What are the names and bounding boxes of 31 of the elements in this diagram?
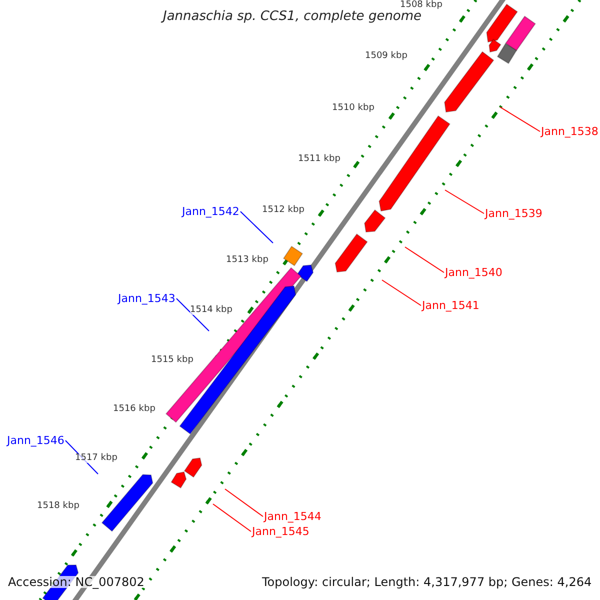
leader-line [240, 211, 274, 244]
scale-label: 1508 kbp [400, 1, 442, 10]
scale-label: 1516 kbp [113, 405, 156, 414]
scale-label: 1515 kbp [151, 356, 194, 365]
scale-label: 1512 kbp [262, 206, 304, 215]
leader-line [404, 246, 444, 273]
map-title: Jannaschia sp. CCS1, complete genome [163, 10, 422, 23]
accession-note: Accession: NC_007802 [8, 576, 144, 588]
leader-line [444, 190, 484, 214]
scale-label: 1511 kbp [298, 155, 340, 164]
gene-label: Jann_1541 [422, 300, 480, 311]
genome-summary: Topology: circular; Length: 4,317,977 bp; Genes: 4,264 [262, 576, 592, 588]
gene-label: Jann_1546 [7, 435, 64, 446]
leader-line [224, 488, 264, 517]
scale-label: 1517 kbp [75, 454, 118, 463]
leader-line [382, 280, 422, 306]
leader-line [212, 504, 252, 532]
gene-label: Jann_1542 [182, 206, 240, 217]
gene-label: Jann_1538 [541, 126, 598, 137]
gene-label: Jann_1543 [118, 293, 176, 304]
gene-label: Jann_1545 [252, 526, 310, 537]
scale-label: 1510 kbp [332, 104, 374, 113]
gene-label: Jann_1540 [445, 267, 502, 278]
gene-label: Jann_1544 [264, 511, 322, 522]
scale-label: 1513 kbp [226, 256, 268, 265]
leader-line [176, 298, 210, 332]
scale-label: 1518 kbp [37, 502, 80, 511]
leader-line [500, 106, 540, 132]
gene-label: Jann_1539 [485, 208, 542, 219]
scale-label: 1509 kbp [365, 52, 408, 61]
scale-label: 1514 kbp [190, 306, 232, 315]
